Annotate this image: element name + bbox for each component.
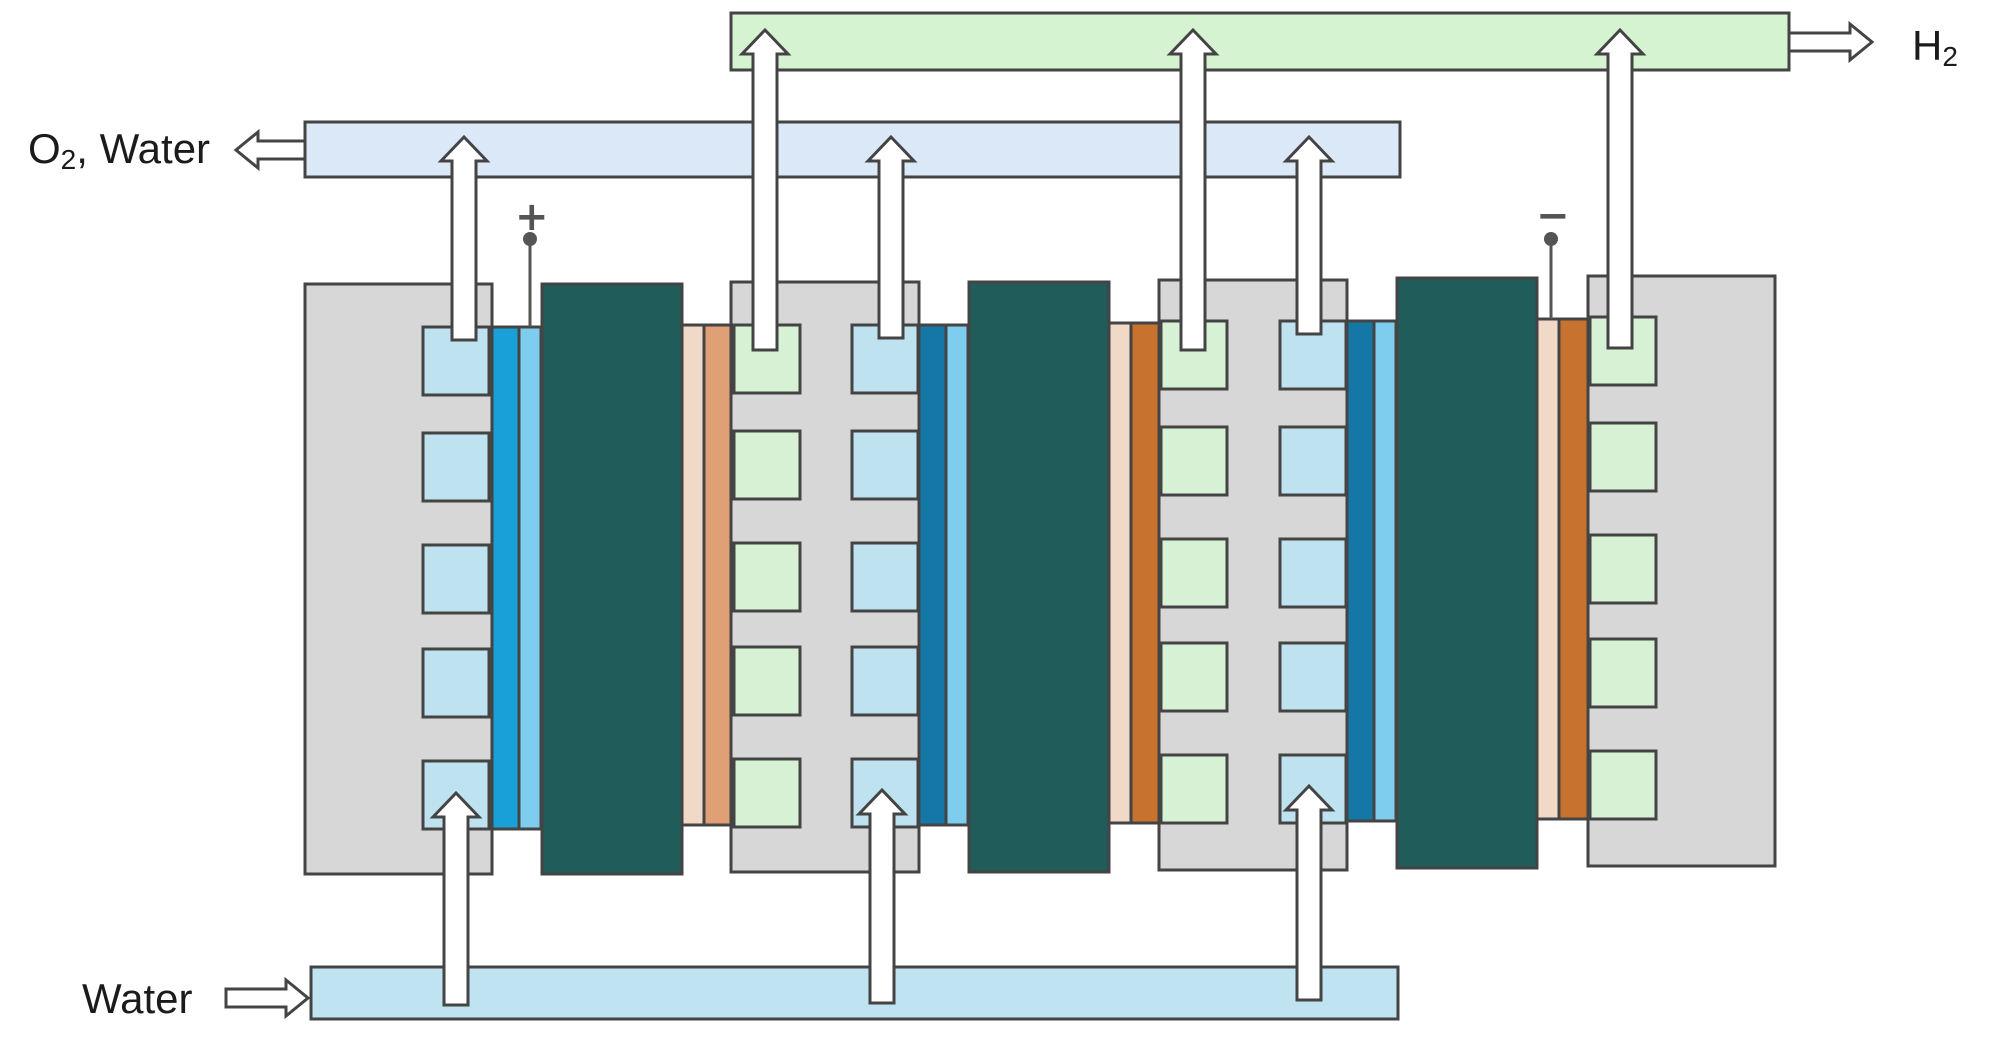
- membrane-3: [1395, 276, 1539, 870]
- o2-label-o: O: [28, 125, 61, 172]
- cathode-layer-beige: [680, 323, 706, 827]
- h2-label-sub: 2: [1942, 41, 1958, 72]
- membrane-1: [540, 282, 684, 876]
- anode-flow-channel: [1278, 425, 1348, 497]
- cathode-layer: [1557, 317, 1590, 821]
- cathode-flow-channel: [732, 757, 802, 829]
- anode-flow-channel: [850, 323, 920, 395]
- cathode-flow-channel: [1588, 421, 1658, 493]
- arrow-right-icon: [224, 976, 311, 1020]
- h2-label-h: H: [1912, 22, 1943, 69]
- cathode-flow-channel: [732, 541, 802, 613]
- cathode-layer: [702, 323, 733, 827]
- anode-layer-light: [1372, 319, 1398, 823]
- anode-flow-channel: [850, 429, 920, 501]
- membrane-2: [967, 280, 1111, 874]
- arrow-up-icon: [429, 790, 483, 1007]
- positive-terminal-sign: +: [515, 194, 549, 240]
- cathode-flow-channel: [1159, 753, 1229, 825]
- anode-flow-channel: [421, 543, 491, 615]
- cathode-flow-channel: [1588, 637, 1658, 709]
- flow-arrows: [224, 20, 1875, 1020]
- water-inlet-label: Water: [82, 975, 193, 1022]
- cathode-flow-channel: [732, 429, 802, 501]
- cathode-flow-channel: [1159, 641, 1229, 713]
- arrow-up-icon: [855, 787, 909, 1005]
- arrow-up-icon: [738, 27, 792, 352]
- arrow-left-icon: [233, 128, 307, 172]
- anode-layer: [917, 323, 948, 827]
- arrow-right-icon: [1787, 20, 1875, 64]
- anode-layer-light: [944, 323, 970, 827]
- arrow-up-icon: [1166, 27, 1220, 352]
- negative-terminal-sign: −: [1536, 193, 1570, 239]
- cathode-layer-beige: [1107, 321, 1133, 825]
- cathode-layer-beige: [1535, 317, 1561, 821]
- arrow-up-icon: [1282, 134, 1336, 336]
- o2-water-label: O2, Water: [28, 125, 211, 174]
- arrow-up-icon: [864, 134, 918, 340]
- o2-label-sub: 2: [60, 144, 77, 175]
- anode-flow-channel: [850, 645, 920, 717]
- water-inlet-manifold: [309, 965, 1400, 1021]
- cathode-flow-channel: [1159, 425, 1229, 497]
- arrow-up-icon: [1282, 783, 1336, 1002]
- negative-terminal: [1544, 232, 1558, 319]
- anode-flow-channel: [850, 541, 920, 613]
- positive-terminal: [523, 232, 537, 327]
- o2-label-rest: , Water: [76, 125, 211, 172]
- anode-flow-channel: [421, 431, 491, 503]
- cathode-flow-channel: [1588, 315, 1658, 387]
- o2-water-manifold: [303, 120, 1402, 179]
- anode-flow-channel: [1278, 537, 1348, 609]
- anode-flow-channel: [421, 647, 491, 719]
- cathode-flow-channel: [732, 645, 802, 717]
- anode-flow-channel: [1278, 641, 1348, 713]
- cathode-flow-channel: [1159, 537, 1229, 609]
- arrow-up-icon: [1593, 27, 1647, 350]
- anode-layer: [490, 325, 521, 831]
- cathode-flow-channel: [1588, 749, 1658, 821]
- anode-layer-light: [517, 325, 543, 831]
- anode-layer: [1345, 319, 1376, 823]
- cathode-layer: [1129, 321, 1161, 825]
- h2-label: H2: [1912, 22, 1958, 71]
- cathode-flow-channel: [1588, 533, 1658, 605]
- arrow-up-icon: [437, 134, 491, 342]
- flow-channels: [421, 315, 1658, 831]
